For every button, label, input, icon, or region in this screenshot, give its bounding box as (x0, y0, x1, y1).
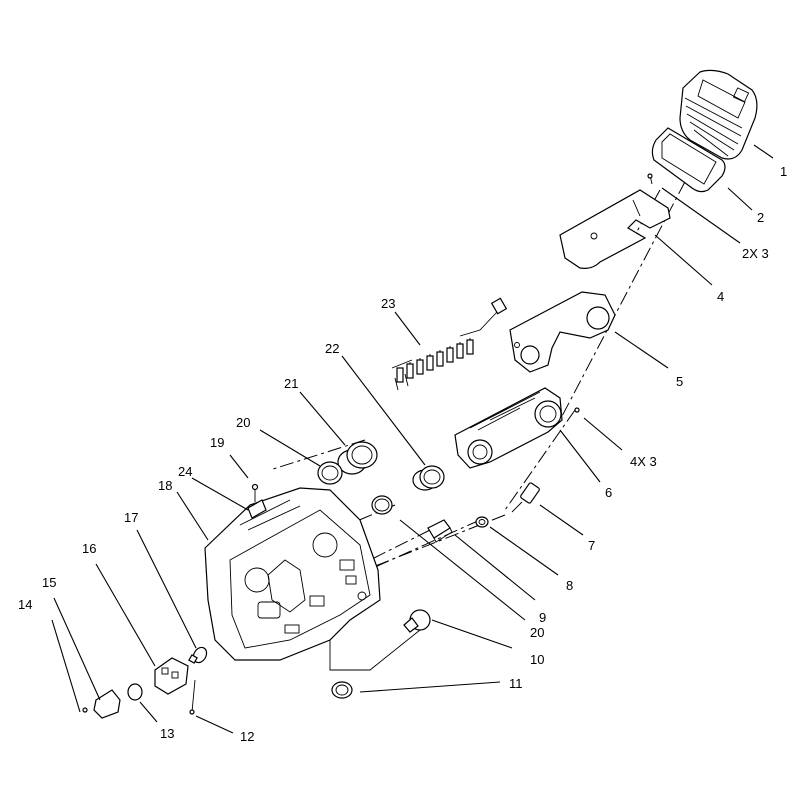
part-10-knob (403, 609, 431, 633)
callout-8: 8 (566, 578, 573, 593)
part-7-key (511, 482, 540, 513)
part-20-ring-lower (371, 495, 393, 515)
part-18-console-housing (204, 487, 381, 661)
part-5-plate (509, 291, 616, 373)
part-21-gauge (337, 441, 378, 475)
callout-21: 21 (284, 376, 298, 391)
callout-10: 10 (530, 652, 544, 667)
callout-7: 7 (588, 538, 595, 553)
callout-18: 18 (158, 478, 172, 493)
part-3-screws-lower (574, 407, 580, 413)
callout-20-upper: 20 (236, 415, 250, 430)
callout-4: 4 (717, 289, 724, 304)
part-11-connector (331, 681, 353, 699)
part-22-gauge (412, 465, 445, 491)
part-23-wire-harness (391, 297, 508, 391)
callout-23: 23 (381, 296, 395, 311)
callout-5: 5 (676, 374, 683, 389)
part-14-screw (82, 707, 88, 713)
callout-17: 17 (124, 510, 138, 525)
part-9-switch (427, 519, 453, 543)
callout-24: 24 (178, 464, 192, 479)
part-3-screws-upper (647, 173, 653, 185)
part-4-bracket (559, 189, 671, 269)
part-20-ring-upper (317, 461, 343, 485)
callout-19: 19 (210, 435, 224, 450)
callout-2x3: 2X 3 (742, 246, 769, 261)
leader-lines (51, 144, 774, 734)
callout-labels: 1 2 2X 3 4 5 4X 3 6 7 8 9 20 10 11 12 13… (18, 164, 787, 744)
part-6-gauge-bezel (454, 387, 563, 469)
callout-22: 22 (325, 341, 339, 356)
part-19-screw (251, 483, 259, 502)
part-8-nut (475, 516, 489, 528)
part-16-switch-block (154, 657, 189, 695)
part-24-clip (247, 499, 267, 519)
callout-1: 1 (780, 164, 787, 179)
callout-4x3: 4X 3 (630, 454, 657, 469)
callout-15: 15 (42, 575, 56, 590)
callout-20-lower: 20 (530, 625, 544, 640)
callout-13: 13 (160, 726, 174, 741)
part-15-holder (93, 689, 121, 719)
part-13-bulb (127, 683, 143, 701)
callout-9: 9 (539, 610, 546, 625)
part-2-gasket (651, 127, 726, 193)
callout-12: 12 (240, 729, 254, 744)
callout-14: 14 (18, 597, 32, 612)
part-17-lamp (188, 646, 208, 664)
callout-16: 16 (82, 541, 96, 556)
callout-6: 6 (605, 485, 612, 500)
callout-11: 11 (509, 676, 523, 691)
part-12-screw (189, 679, 196, 715)
part-1-cover (679, 69, 758, 160)
callout-2: 2 (757, 210, 764, 225)
